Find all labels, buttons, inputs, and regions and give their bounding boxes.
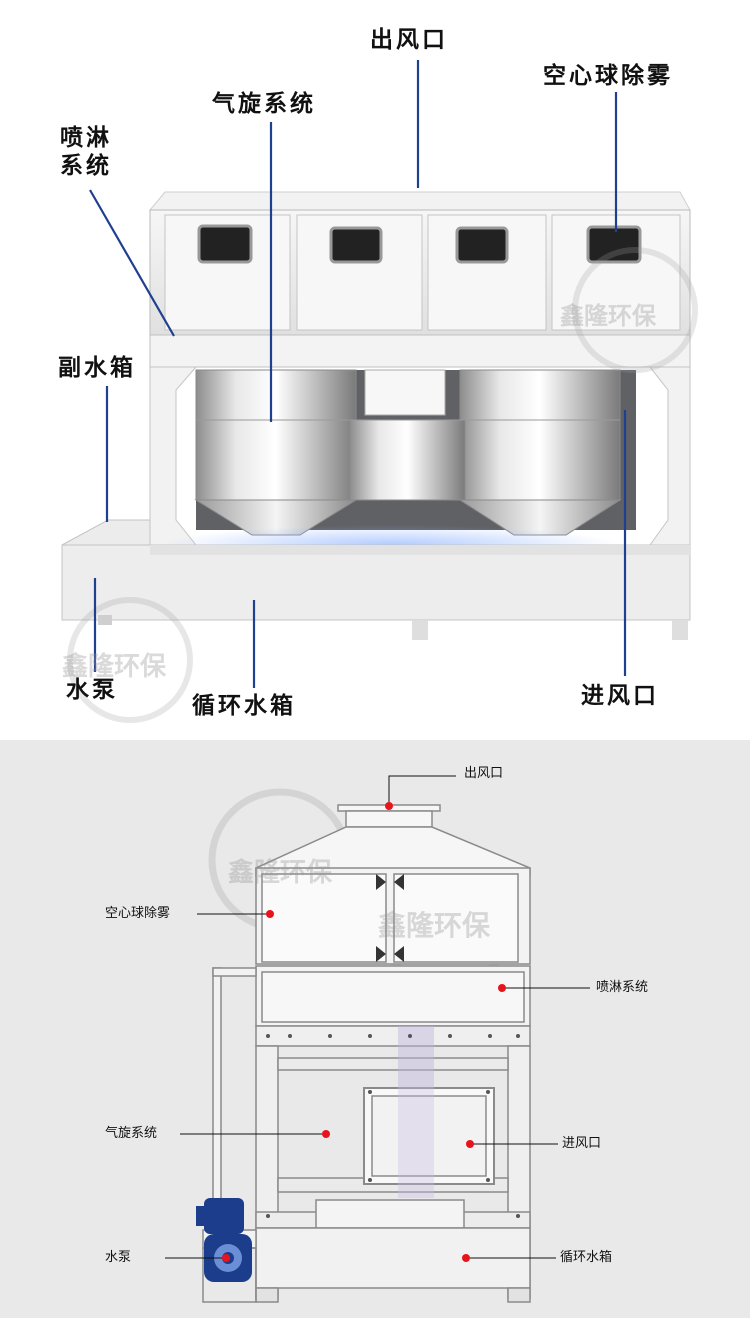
watermark-text: 鑫隆环保 [560, 302, 656, 330]
marker-dots [222, 802, 506, 1262]
top-photo-panel: 出风口 空心球除雾 气旋系统 喷淋 系统 副水箱 水泵 循环水箱 进风口 鑫隆环… [58, 27, 698, 723]
cyclone-tank-right [459, 369, 621, 501]
scrubber-photo-illustration [61, 60, 698, 723]
inspection-window [455, 226, 509, 264]
label-demister: 空心球除雾 [543, 63, 673, 89]
label-cyclone: 气旋系统 [212, 91, 316, 117]
label-pump-small: 水泵 [105, 1250, 132, 1265]
scrubber-technical-drawing [165, 775, 590, 1303]
label-cyclone-small: 气旋系统 [105, 1126, 158, 1141]
watermark-text: 鑫隆环保 [62, 652, 167, 682]
label-circ-tank-small: 循环水箱 [560, 1250, 613, 1265]
label-outlet: 出风口 [370, 27, 448, 53]
label-aux-tank: 副水箱 [58, 355, 136, 381]
aux-water-tank [61, 519, 151, 546]
inspection-window [329, 226, 383, 264]
leader-lines-bottom [165, 775, 590, 1259]
watermark-text: 鑫隆环保 [378, 909, 491, 942]
label-pump: 水泵 [66, 677, 118, 703]
cyclone-tank-left [195, 369, 357, 501]
label-inlet-small: 进风口 [562, 1136, 602, 1151]
watermark-text: 鑫隆环保 [228, 858, 333, 888]
label-demister-small: 空心球除雾 [105, 906, 171, 921]
leader-lines-top [89, 60, 627, 688]
circulation-water-tank [61, 544, 691, 621]
label-spray-line2: 系统 [60, 153, 112, 179]
label-circ-tank: 循环水箱 [192, 693, 296, 719]
bottom-drawing-panel: 出风口 空心球除雾 喷淋系统 气旋系统 进风口 水泵 循环水箱 鑫隆环保 鑫隆环… [0, 740, 750, 1318]
inspection-window [586, 225, 642, 264]
label-inlet: 进风口 [581, 683, 659, 709]
label-spray-small: 喷淋系统 [596, 980, 649, 995]
label-spray-line1: 喷淋 [60, 125, 112, 151]
inspection-window [197, 224, 253, 264]
label-outlet-small: 出风口 [464, 766, 504, 781]
